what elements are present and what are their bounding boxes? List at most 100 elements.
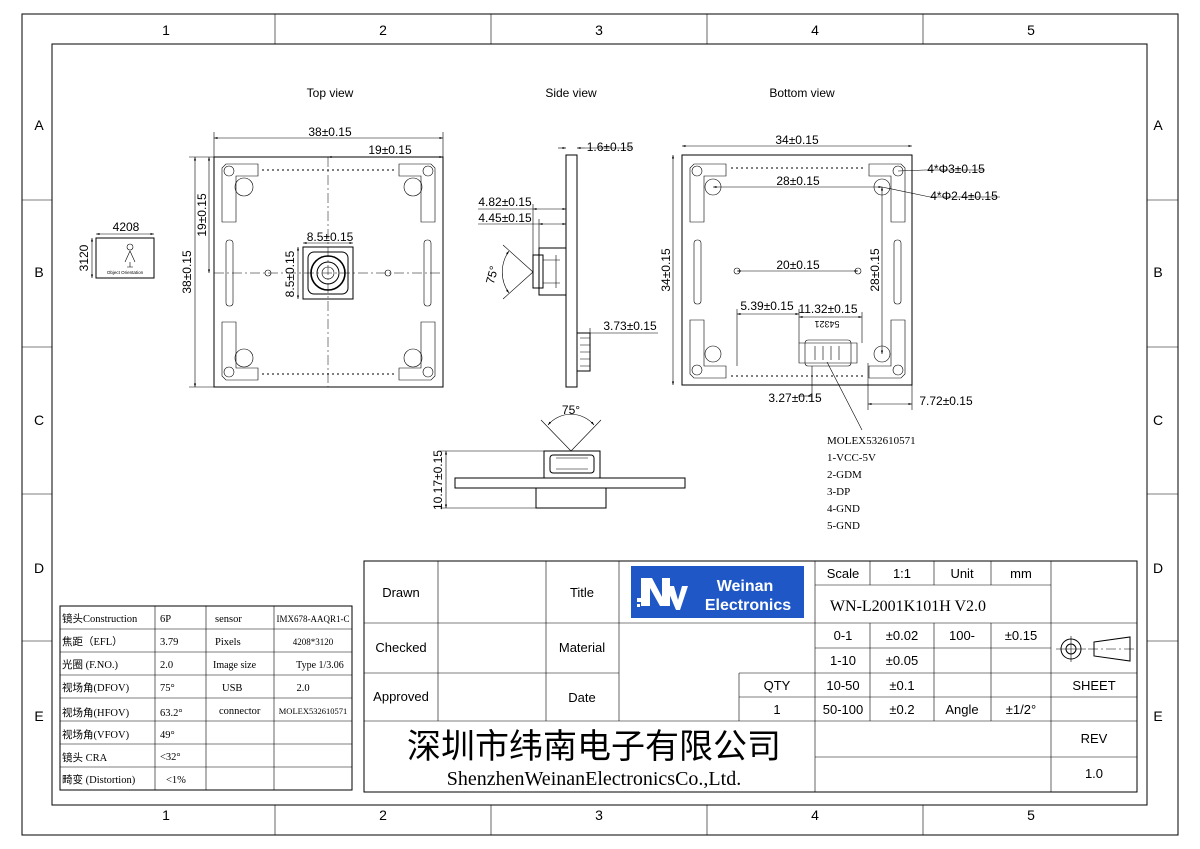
weinan-logo: Weinan Electronics bbox=[631, 566, 804, 618]
logo-line-1: Weinan bbox=[717, 578, 774, 595]
tol-r1-c2: ±0.02 bbox=[886, 628, 918, 643]
col-label-top-5: 5 bbox=[1027, 22, 1035, 38]
tb-date-label: Date bbox=[568, 690, 595, 705]
spec-r4-c2: 75° bbox=[160, 683, 175, 694]
side-view: 75° 1.6±0.15 4.82±0.15 4.45±0.15 3.73±0.… bbox=[478, 140, 658, 388]
spec-r6-c2: 49° bbox=[160, 730, 175, 741]
spec-r6-c1: 视场角(VFOV) bbox=[62, 728, 130, 741]
side-view-title: Side view bbox=[545, 86, 597, 100]
col-label-top-1: 1 bbox=[162, 22, 170, 38]
front-fov-angle: 75° bbox=[562, 403, 580, 417]
spec-r4-c4: 2.0 bbox=[296, 683, 309, 694]
bottom-connector-width-dim: 11.32±0.15 bbox=[798, 302, 857, 316]
spec-r2-c2: 3.79 bbox=[160, 637, 178, 648]
spec-r5-c2: 63.2° bbox=[160, 708, 183, 719]
top-view: 38±0.15 19±0.15 38±0.15 19±0.15 8.5±0.15… bbox=[180, 125, 444, 388]
projection-symbol-icon bbox=[1056, 636, 1136, 662]
row-label-right-d: D bbox=[1153, 560, 1163, 576]
spec-r8-c2: <1% bbox=[166, 775, 186, 786]
row-label-right-a: A bbox=[1153, 117, 1163, 133]
tb-unit-value: mm bbox=[1010, 566, 1032, 581]
top-half-width-dim: 19±0.15 bbox=[368, 143, 412, 157]
tb-scale-value: 1:1 bbox=[893, 566, 911, 581]
spec-r1-c3: sensor bbox=[215, 614, 242, 625]
row-label-left-b: B bbox=[34, 264, 43, 280]
col-label-top-3: 3 bbox=[595, 22, 603, 38]
company-name-cn: 深圳市纬南电子有限公司 bbox=[407, 727, 781, 767]
row-label-left-d: D bbox=[34, 560, 44, 576]
row-label-left-a: A bbox=[34, 117, 44, 133]
tb-sheet-label: SHEET bbox=[1072, 678, 1115, 693]
tol-r3-c2: ±0.1 bbox=[889, 678, 914, 693]
bottom-view: 34±0.15 28±0.15 34±0.15 28±0.15 4*Φ3±0.1… bbox=[659, 133, 1000, 431]
spec-r1-c4: IMX678-AAQR1-C bbox=[277, 614, 350, 624]
tb-rev-label: REV bbox=[1081, 731, 1108, 746]
connector-note: MOLEX532610571 1-VCC-5V 2-GDM 3-DP 4-GND… bbox=[827, 435, 916, 532]
top-view-title: Top view bbox=[307, 86, 354, 100]
row-label-right-e: E bbox=[1153, 708, 1162, 724]
spec-r4-c1: 视场角(DFOV) bbox=[62, 681, 130, 694]
spec-r2-c4: 4208*3120 bbox=[293, 637, 334, 647]
note-line-6: 5-GND bbox=[827, 520, 860, 532]
spec-r1-c1: 镜头Construction bbox=[62, 612, 138, 625]
tb-drawn-label: Drawn bbox=[382, 585, 420, 600]
tb-scale-label: Scale bbox=[827, 566, 860, 581]
side-lens-depth-dim: 4.82±0.15 bbox=[478, 195, 532, 209]
bottom-center-dim: 20±0.15 bbox=[776, 258, 820, 272]
drawing-frame bbox=[21, 13, 1179, 836]
spec-r3-c3: Image size bbox=[213, 660, 257, 671]
tol-r4-c3: Angle bbox=[945, 702, 978, 717]
note-line-4: 3-DP bbox=[827, 486, 850, 498]
side-holder-depth-dim: 4.45±0.15 bbox=[478, 211, 532, 225]
tb-unit-label: Unit bbox=[950, 566, 974, 581]
bottom-connector-offset-dim: 5.39±0.15 bbox=[740, 299, 794, 313]
title-block bbox=[363, 560, 1138, 793]
tol-r3-c1: 10-50 bbox=[826, 678, 859, 693]
bottom-width-dim: 34±0.15 bbox=[775, 133, 819, 147]
spec-r8-c1: 畸变 (Distortion) bbox=[62, 773, 136, 786]
object-orientation-icon: Object Orientation 4208 3120 bbox=[77, 220, 155, 279]
tol-r1-c3: 100- bbox=[949, 628, 975, 643]
tol-r2-c1: 1-10 bbox=[830, 653, 856, 668]
tb-qty-label: QTY bbox=[764, 678, 791, 693]
row-label-right-b: B bbox=[1153, 264, 1162, 280]
top-half-height-dim: 19±0.15 bbox=[195, 193, 209, 237]
note-line-1: MOLEX532610571 bbox=[827, 435, 916, 447]
side-fov-angle: 75° bbox=[483, 264, 501, 285]
spec-r4-c3: USB bbox=[222, 683, 242, 694]
col-label-bottom-4: 4 bbox=[811, 807, 819, 823]
note-line-2: 1-VCC-5V bbox=[827, 452, 876, 464]
spec-r2-c1: 焦距（EFL） bbox=[62, 635, 123, 648]
bottom-connector-bottom-dim: 3.27±0.15 bbox=[768, 391, 822, 405]
orientation-width: 4208 bbox=[113, 220, 140, 234]
side-pcb-thickness-dim: 1.6±0.15 bbox=[587, 140, 634, 154]
tol-r4-c2: ±0.2 bbox=[889, 702, 914, 717]
lens-width-dim: 8.5±0.15 bbox=[307, 230, 354, 244]
tb-checked-label: Checked bbox=[375, 640, 426, 655]
bottom-view-title: Bottom view bbox=[769, 86, 835, 100]
lens-height-dim: 8.5±0.15 bbox=[283, 250, 297, 297]
spec-r1-c2: 6P bbox=[160, 614, 171, 625]
bottom-hole-large-dim: 4*Φ3±0.15 bbox=[927, 162, 985, 176]
side-connector-height-dim: 3.73±0.15 bbox=[603, 319, 657, 333]
spec-r3-c4: Type 1/3.06 bbox=[296, 660, 344, 671]
row-label-left-c: C bbox=[34, 412, 44, 428]
row-label-left-e: E bbox=[34, 708, 43, 724]
tol-r2-c2: ±0.05 bbox=[886, 653, 918, 668]
row-label-right-c: C bbox=[1153, 412, 1163, 428]
tb-part-number: WN-L2001K101H V2.0 bbox=[830, 598, 986, 615]
tb-title-label: Title bbox=[570, 585, 594, 600]
tb-material-label: Material bbox=[559, 640, 605, 655]
spec-table bbox=[59, 605, 353, 791]
bottom-hole-small-dim: 4*Φ2.4±0.15 bbox=[930, 189, 998, 203]
orientation-caption: Object Orientation bbox=[107, 270, 144, 275]
top-height-dim: 38±0.15 bbox=[180, 250, 194, 294]
spec-r5-c1: 视场角(HFOV) bbox=[62, 706, 130, 719]
col-label-top-4: 4 bbox=[811, 22, 819, 38]
bottom-pin-numbers: 54321 bbox=[814, 319, 839, 329]
logo-mark-icon bbox=[641, 578, 670, 606]
company-name-en: ShenzhenWeinanElectronicsCo.,Ltd. bbox=[447, 768, 741, 790]
tb-approved-label: Approved bbox=[373, 689, 429, 704]
tb-rev-value: 1.0 bbox=[1085, 766, 1103, 781]
